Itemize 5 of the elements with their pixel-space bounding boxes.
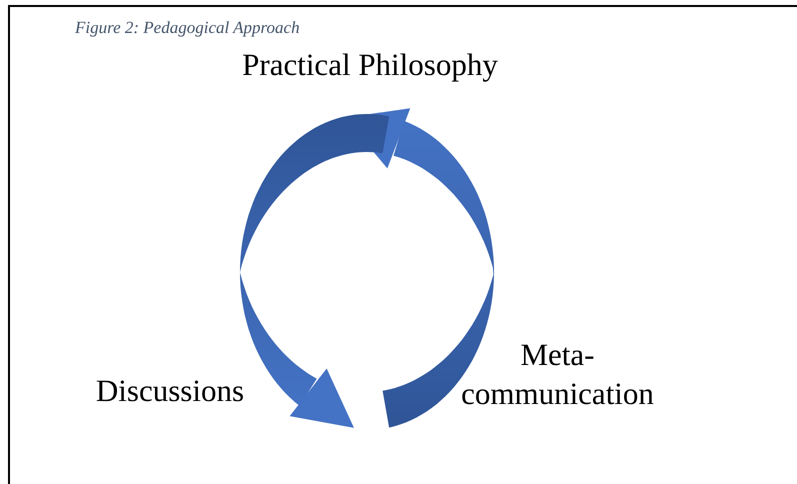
figure-title: Figure 2: Pedagogical Approach xyxy=(75,18,300,38)
stage-label: Practical Philosophy xyxy=(200,46,540,85)
stage-label: Meta-communication xyxy=(445,336,670,414)
curved-arrow xyxy=(240,114,390,428)
stage-label: Discussions xyxy=(70,372,270,411)
